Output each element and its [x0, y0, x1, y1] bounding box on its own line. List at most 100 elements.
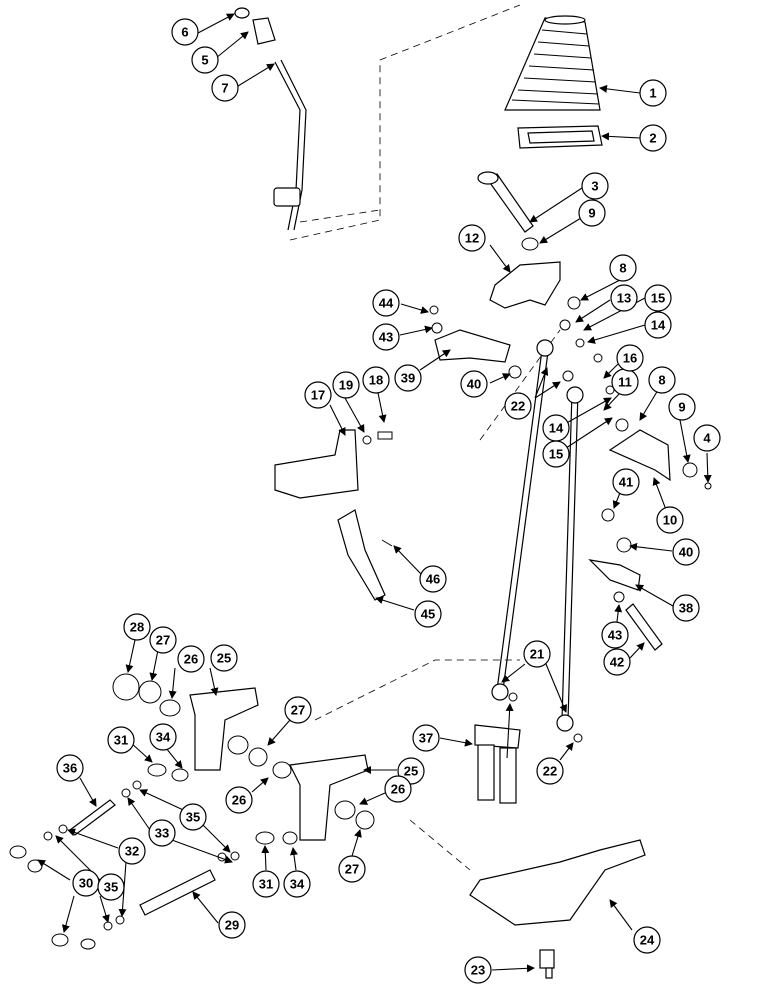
- svg-text:13: 13: [617, 291, 631, 306]
- callout-32: 32: [118, 837, 146, 865]
- leader-31a: [129, 741, 153, 763]
- svg-text:37: 37: [419, 731, 433, 746]
- callout-9b: 9: [668, 393, 696, 421]
- leader-26c: [359, 792, 386, 805]
- leader-29: [192, 891, 219, 924]
- leader-16: [603, 363, 619, 379]
- leader-21b: [545, 663, 567, 713]
- part-1-gear-boot: [504, 15, 601, 111]
- callout-26b: 26: [225, 786, 253, 814]
- svg-text:10: 10: [663, 513, 677, 528]
- leader-44: [400, 303, 429, 314]
- leader-18: [377, 392, 387, 423]
- svg-text:22: 22: [511, 399, 525, 414]
- callout-6: 6: [171, 18, 199, 46]
- leader-36: [79, 777, 97, 807]
- callout-leader-lines: [37, 13, 712, 973]
- svg-text:43: 43: [608, 628, 622, 643]
- part-37-rubber-mount: [474, 724, 521, 804]
- part-23-bolt: [539, 949, 555, 979]
- svg-text:27: 27: [291, 703, 305, 718]
- svg-text:39: 39: [401, 371, 415, 386]
- callout-37: 37: [412, 724, 440, 752]
- leader-42: [629, 642, 645, 659]
- leader-11: [603, 392, 621, 411]
- svg-text:31: 31: [259, 877, 273, 892]
- callout-14a: 14: [644, 311, 672, 339]
- callout-41: 41: [612, 468, 640, 496]
- leader-19: [344, 397, 365, 433]
- leader-31b: [261, 845, 270, 871]
- callout-39: 39: [394, 364, 422, 392]
- svg-text:26: 26: [391, 782, 405, 797]
- callout-15b: 15: [542, 440, 570, 468]
- part-7-gear-lever: [273, 59, 307, 231]
- svg-text:4: 4: [703, 431, 711, 446]
- svg-text:5: 5: [201, 53, 208, 68]
- leader-24: [609, 899, 633, 931]
- leader-22a: [534, 367, 549, 399]
- svg-text:14: 14: [651, 318, 666, 333]
- leader-3: [529, 187, 583, 223]
- leader-5: [215, 31, 249, 59]
- leader-17: [329, 404, 346, 436]
- svg-text:27: 27: [156, 633, 170, 648]
- leader-8a: [580, 279, 621, 301]
- svg-text:41: 41: [619, 475, 633, 490]
- leader-22b: [534, 381, 561, 399]
- callout-24: 24: [633, 926, 661, 954]
- part-45-gate-plate: [337, 509, 386, 601]
- svg-text:26: 26: [184, 652, 198, 667]
- svg-text:24: 24: [640, 933, 655, 948]
- callout-26a: 26: [177, 645, 205, 673]
- part-29-threaded-rod: [139, 869, 216, 916]
- leader-43a: [399, 325, 433, 336]
- svg-text:26: 26: [232, 793, 246, 808]
- leader-6: [197, 13, 235, 34]
- callout-22b: 22: [536, 757, 564, 785]
- callout-15a: 15: [644, 284, 672, 312]
- callout-30: 30: [72, 869, 100, 897]
- callout-34a: 34: [149, 723, 177, 751]
- leader-22c: [505, 703, 514, 759]
- svg-text:45: 45: [421, 607, 435, 622]
- part-39-lever-arm: [434, 329, 511, 363]
- part-12-selector-bracket: [489, 261, 561, 309]
- callout-27b: 27: [284, 696, 312, 724]
- svg-text:28: 28: [130, 620, 144, 635]
- callout-16: 16: [616, 344, 644, 372]
- leader-12: [489, 244, 511, 273]
- callout-11: 11: [611, 368, 639, 396]
- callout-46: 46: [419, 565, 447, 593]
- leader-27b: [267, 719, 291, 746]
- callout-31b: 31: [252, 870, 280, 898]
- callout-42: 42: [603, 648, 631, 676]
- callout-26c: 26: [384, 775, 412, 803]
- callout-19: 19: [332, 371, 360, 399]
- svg-text:11: 11: [618, 375, 632, 390]
- part-17-bracket-plate: [274, 429, 359, 499]
- svg-text:2: 2: [649, 131, 656, 146]
- leader-8b: [639, 389, 659, 421]
- svg-text:6: 6: [181, 25, 188, 40]
- callout-7: 7: [211, 74, 239, 102]
- callout-3: 3: [581, 172, 609, 200]
- leader-21a: [501, 663, 526, 683]
- callout-38: 38: [672, 594, 700, 622]
- part-2-boot-retainer: [517, 125, 603, 149]
- svg-text:17: 17: [311, 388, 325, 403]
- svg-text:7: 7: [221, 81, 228, 96]
- svg-text:3: 3: [591, 179, 598, 194]
- part-6-knob-cap: [234, 7, 250, 19]
- svg-text:40: 40: [679, 545, 693, 560]
- svg-text:31: 31: [114, 733, 128, 748]
- leader-25a: [209, 667, 219, 696]
- callout-2: 2: [639, 124, 667, 152]
- leader-39: [419, 349, 451, 371]
- callout-8b: 8: [648, 366, 676, 394]
- svg-text:42: 42: [610, 655, 624, 670]
- svg-text:27: 27: [345, 862, 359, 877]
- callout-1: 1: [639, 79, 667, 107]
- svg-text:23: 23: [471, 963, 485, 978]
- callout-43b: 43: [601, 621, 629, 649]
